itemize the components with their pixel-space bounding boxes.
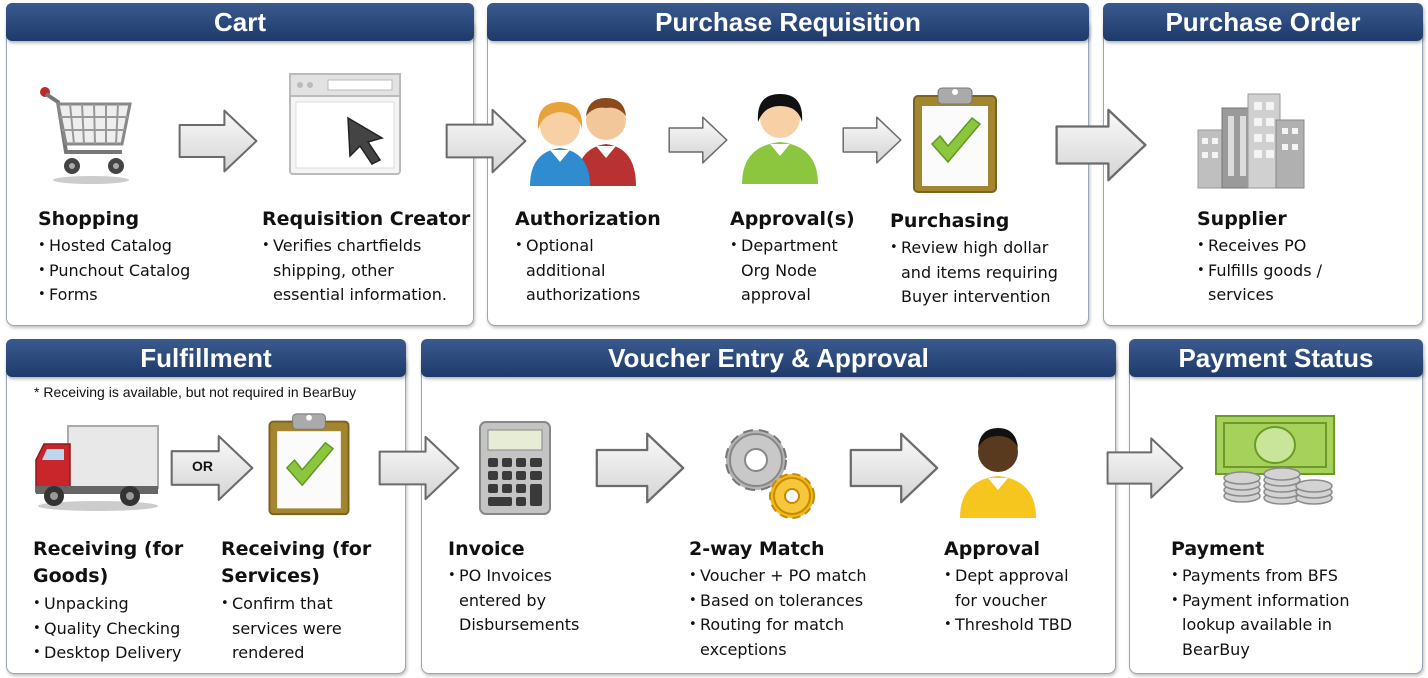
payment-step: Payment Payments from BFS Payment inform… (1171, 536, 1349, 662)
step-title: 2-way Match (689, 538, 825, 560)
step-item: Punchout Catalog (38, 259, 190, 284)
purchasing-step: Purchasing Review high dollar and items … (890, 208, 1058, 310)
arrow-cart-1 (178, 106, 258, 176)
step-item: PO Invoices (448, 564, 579, 589)
authorization-step: Authorization Optional additional author… (515, 206, 661, 308)
fulfillment-header: Fulfillment (6, 339, 406, 377)
step-title: Requisition Creator (262, 208, 471, 230)
step-item: Unpacking (33, 592, 183, 617)
delivery-truck-icon (35, 425, 159, 511)
buildings-icon (1197, 93, 1305, 189)
step-item-cont: approval (741, 285, 811, 304)
step-item: Optional (515, 234, 661, 259)
step-item-cont: Buyer intervention (901, 287, 1051, 306)
step-item-cont: exceptions (700, 639, 787, 659)
voucher-header: Voucher Entry & Approval (421, 339, 1116, 377)
step-item: Hosted Catalog (38, 234, 190, 259)
step-item: Threshold TBD (944, 613, 1072, 638)
arrow-cart-to-req (445, 106, 527, 176)
calculator-icon (479, 421, 551, 515)
step-title: Receiving (for (221, 538, 372, 560)
clipboard-check-icon (268, 413, 350, 516)
step-item-cont: Disbursements (459, 615, 580, 634)
step-title: Supplier (1197, 208, 1287, 230)
person-icon (742, 94, 818, 184)
step-item-cont: for voucher (955, 590, 1047, 610)
shopping-step: Shopping Hosted Catalog Punchout Catalog… (38, 206, 190, 308)
step-title: Approval (944, 538, 1041, 560)
clipboard-check-icon (913, 87, 997, 193)
browser-cursor-icon (289, 73, 401, 175)
step-title: Receiving (for (33, 538, 184, 560)
step-item-cont: shipping, other (273, 260, 394, 280)
step-title: Shopping (38, 208, 140, 230)
arrow-fulfill-to-voucher (378, 432, 460, 504)
person-icon (960, 428, 1036, 518)
cart-header: Cart (6, 3, 474, 41)
arrow-voucher-1 (594, 432, 686, 504)
step-title: Purchasing (890, 210, 1010, 232)
step-item-cont: and items requiring (901, 262, 1058, 282)
recv-goods-step: Receiving (for Goods) Unpacking Quality … (33, 536, 183, 666)
shopping-cart-icon (40, 87, 132, 184)
arrow-req-1 (668, 108, 728, 172)
payment-header: Payment Status (1129, 339, 1423, 377)
step-title: Goods) (33, 565, 109, 587)
step-item-cont: Org Node (741, 260, 817, 280)
req-creator-step: Requisition Creator Verifies chartfields… (262, 206, 470, 308)
approval-step: Approval Dept approval for voucher Thres… (944, 536, 1072, 638)
step-item-cont: services were (232, 618, 342, 638)
step-item-cont: additional (526, 260, 606, 280)
step-item: Voucher + PO match (689, 564, 867, 589)
step-item: Payment information (1171, 589, 1349, 614)
receiving-note: * Receiving is available, but not requir… (34, 384, 357, 400)
step-item-cont: entered by (459, 590, 547, 610)
step-item: Payments from BFS (1171, 564, 1349, 589)
step-item: Routing for match (689, 613, 867, 638)
step-item: Desktop Delivery (33, 641, 183, 666)
step-item-cont: essential information. (273, 285, 447, 304)
money-icon (1215, 415, 1335, 505)
step-title: Services) (221, 565, 320, 587)
order-header: Purchase Order (1103, 3, 1423, 41)
step-item: Dept approval (944, 564, 1072, 589)
step-item: Quality Checking (33, 617, 183, 642)
step-title: Approval(s) (730, 208, 855, 230)
step-item-cont: BearBuy (1182, 639, 1250, 659)
recv-services-step: Receiving (for Services) Confirm that se… (221, 536, 371, 666)
or-label: OR (192, 458, 213, 474)
match-step: 2-way Match Voucher + PO match Based on … (689, 536, 867, 662)
arrow-req-to-order (1046, 108, 1156, 182)
gears-icon (725, 429, 815, 519)
step-item-cont: authorizations (526, 285, 641, 304)
people-icon (530, 98, 636, 186)
step-title: Authorization (515, 208, 661, 230)
approvals-step: Approval(s) Department Org Node approval (730, 206, 855, 308)
supplier-step: Supplier Receives PO Fulfills goods / se… (1197, 206, 1322, 308)
invoice-step: Invoice PO Invoices entered by Disbursem… (448, 536, 579, 638)
step-item: Forms (38, 283, 190, 308)
step-title: Payment (1171, 538, 1265, 560)
arrow-voucher-2 (847, 432, 941, 504)
step-item: Confirm that (221, 592, 371, 617)
requisition-header: Purchase Requisition (487, 3, 1089, 41)
step-item: Department (730, 234, 855, 259)
step-item-cont: rendered (232, 643, 305, 662)
step-item: Based on tolerances (689, 589, 867, 614)
arrow-req-2 (842, 108, 902, 172)
step-item: Fulfills goods / (1197, 259, 1322, 284)
payment-panel (1129, 354, 1423, 674)
step-item: Review high dollar (890, 236, 1058, 261)
step-item-cont: services (1208, 285, 1274, 304)
step-item: Receives PO (1197, 234, 1322, 259)
step-item: Verifies chartfields (262, 234, 470, 259)
step-item-cont: lookup available in (1182, 615, 1333, 634)
step-title: Invoice (448, 538, 525, 560)
arrow-voucher-to-payment (1106, 432, 1184, 504)
